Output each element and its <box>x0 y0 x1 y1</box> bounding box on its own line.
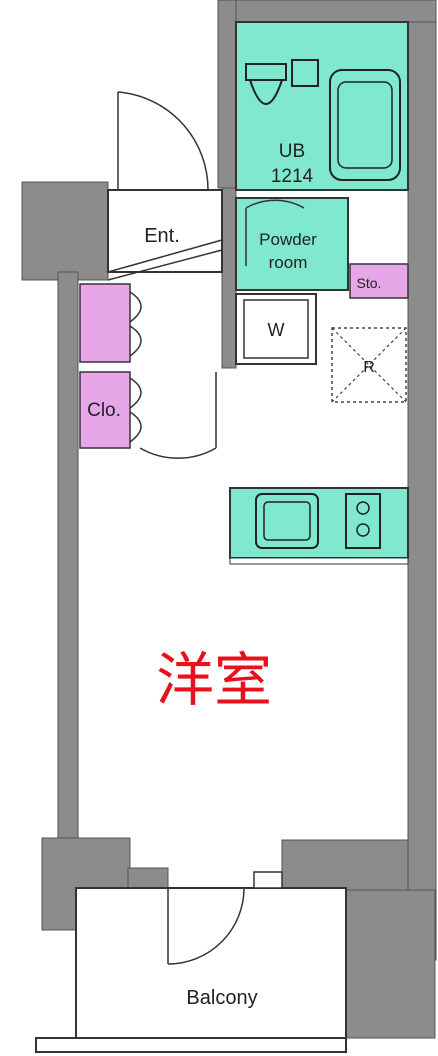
entrance-floor <box>107 189 223 273</box>
kitchen-sink-inner <box>263 501 311 541</box>
unit-bath-floor <box>235 21 409 191</box>
balcony-floor <box>75 887 347 1039</box>
kitchen-counter-edge <box>229 557 409 565</box>
closet-upper-door-swing <box>129 291 142 357</box>
western-room-label: 洋室 <box>156 646 272 714</box>
bathtub-icon <box>329 69 401 181</box>
wall-bath-left <box>217 0 237 189</box>
wall-balcony-right <box>344 889 436 1039</box>
balcony-handrail <box>35 1037 347 1053</box>
closet-lower-floor <box>79 371 131 449</box>
storage-floor <box>349 263 409 299</box>
unit-bath: UB 1214 <box>235 21 409 191</box>
entrance-door-swing <box>117 91 209 191</box>
storage-label: Sto. <box>357 275 382 291</box>
balcony-window <box>253 871 283 889</box>
wall-left <box>57 271 79 851</box>
kitchen-counter <box>229 487 409 565</box>
balcony: Balcony <box>35 871 347 1053</box>
powder-room: Powder room Sto. <box>235 197 409 299</box>
unit-bath-label: UB <box>279 141 305 162</box>
powder-room-floor <box>235 197 349 291</box>
wall-top-right-cap <box>217 0 437 23</box>
refrigerator-label: R <box>363 359 375 376</box>
kitchen-sink-icon <box>255 493 319 549</box>
unit-bath-size-label: 1214 <box>271 166 314 187</box>
entrance-label: Ent. <box>144 225 180 247</box>
stove-burner-top <box>356 501 370 515</box>
closet-lower-door-swing <box>129 377 142 443</box>
closets: Clo. <box>79 283 217 459</box>
washer-inner <box>243 299 309 359</box>
wall-partition-inner <box>221 187 237 369</box>
refrigerator-outline <box>331 327 407 403</box>
wall-outer-right <box>407 0 437 961</box>
washer-label: W <box>268 320 285 340</box>
stove-burner-bottom <box>356 523 370 537</box>
entrance-step-line <box>107 239 223 281</box>
wall-entrance-block <box>21 181 109 281</box>
powder-room-label-line2: room <box>269 253 308 272</box>
bathtub-inner <box>337 81 393 169</box>
refrigerator-space: R <box>331 327 407 403</box>
closet-label: Clo. <box>87 400 121 421</box>
entrance: Ent. <box>107 91 223 281</box>
walls <box>21 0 437 1039</box>
balcony-label: Balcony <box>186 987 257 1009</box>
closet-upper-floor <box>79 283 131 363</box>
washer-space: W <box>235 293 317 365</box>
corridor-door-swing <box>139 372 217 459</box>
balcony-door-swing <box>167 887 245 965</box>
wall-bottom-mid <box>127 867 169 889</box>
wall-bottom-right-block <box>281 839 409 893</box>
toilet-icon <box>245 63 287 105</box>
stove-icon <box>345 493 381 549</box>
powder-room-door-swing <box>245 199 305 266</box>
western-room: 洋室 <box>156 646 272 714</box>
powder-room-label-line1: Powder <box>259 230 317 249</box>
sink-icon <box>291 59 319 87</box>
